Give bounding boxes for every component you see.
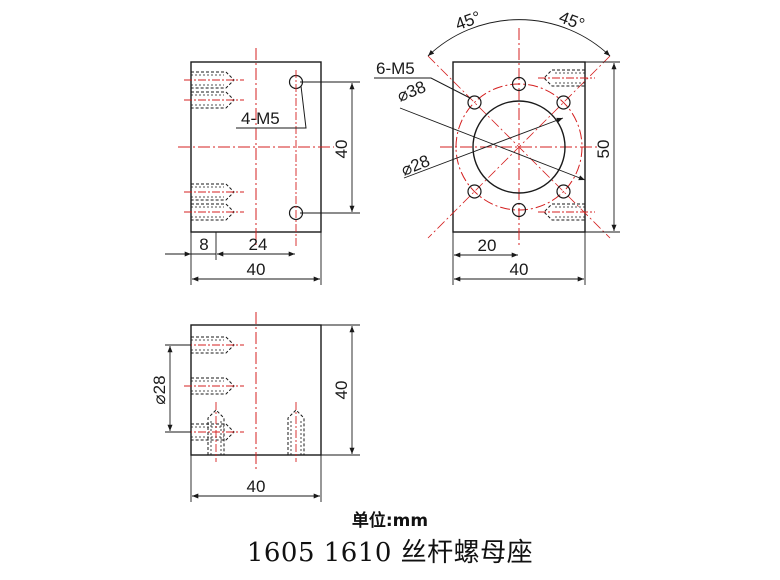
side-view-bore-leader xyxy=(403,117,564,179)
front-view-hole-leader xyxy=(236,85,307,129)
front-view-offset-dim-text: 8 xyxy=(199,235,208,254)
side-view-half-width-dim-text: 20 xyxy=(478,236,497,255)
top-view-threaded-holes xyxy=(184,336,244,441)
side-view-angle-left-text: 45° xyxy=(453,8,484,35)
front-view-threaded-hole-top xyxy=(184,71,244,109)
side-view: 45° 45° 6-M5 ⌀38 ⌀28 50 20 40 xyxy=(374,8,620,285)
drawing-title: 1605 1610 丝杆螺母座 xyxy=(246,538,534,568)
front-view-width-dim-text: 40 xyxy=(247,260,266,279)
side-view-bore-label: ⌀28 xyxy=(398,151,432,180)
top-view-height-dim-text: 40 xyxy=(332,381,351,400)
unit-caption: 单位:mm xyxy=(351,511,429,531)
side-view-angle-arc xyxy=(427,19,611,57)
top-view-vertical-holes xyxy=(207,402,305,462)
side-view-hole-leader xyxy=(374,77,471,99)
top-view: ⌀28 40 40 xyxy=(150,312,360,502)
side-view-width-dim-text: 40 xyxy=(510,260,529,279)
front-view-threaded-hole-bottom xyxy=(184,183,244,221)
side-view-pcd-label: ⌀38 xyxy=(394,77,428,106)
front-view-height-dim-text: 40 xyxy=(332,140,351,159)
side-view-height-dim-text: 50 xyxy=(594,140,613,159)
top-view-width-dim-text: 40 xyxy=(247,477,266,496)
side-view-threaded-holes xyxy=(538,69,595,221)
front-view-hole-label: 4-M5 xyxy=(241,109,280,128)
side-view-mount-holes xyxy=(467,76,571,218)
side-view-pcd-circle xyxy=(455,83,583,211)
side-view-angle-right-text: 45° xyxy=(557,8,588,35)
front-view-spacing-dim-text: 24 xyxy=(249,235,268,254)
front-view: 4-M5 40 8 24 40 xyxy=(165,48,360,285)
side-view-pcd-leader xyxy=(399,107,586,181)
top-view-bore-dim-text: ⌀28 xyxy=(150,375,169,404)
side-view-bore xyxy=(472,100,566,194)
side-view-hole-label: 6-M5 xyxy=(376,59,415,78)
